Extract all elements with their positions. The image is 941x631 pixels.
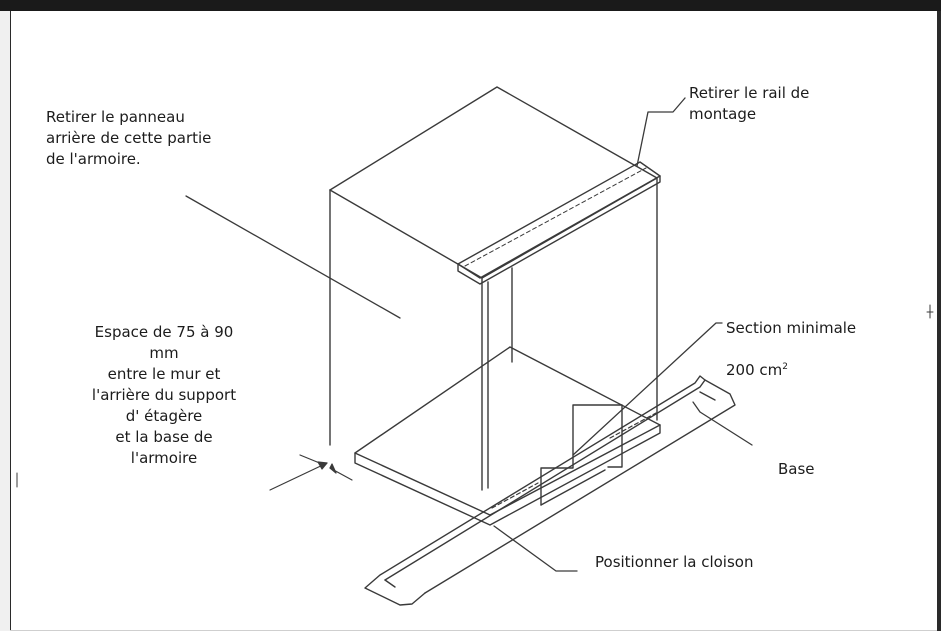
cabinet-bottom-slab (354, 346, 661, 526)
label-min-section-number: 200 cm (726, 361, 783, 379)
edge-marks (16, 304, 934, 488)
label-min-section-title: Section minimale (726, 319, 857, 337)
label-min-section: Section minimale 200 cm2 (726, 297, 856, 402)
partition-sheet (540, 404, 623, 506)
mounting-rail (457, 161, 661, 285)
leader-remove-panel (185, 195, 401, 319)
leader-remove-rail (636, 97, 686, 167)
cabinet-top-box (329, 86, 658, 491)
label-remove-panel: Retirer le panneau arrière de cette part… (46, 108, 212, 168)
label-base: Base (778, 460, 815, 478)
leader-min-section (572, 322, 723, 456)
frame-top-border (0, 0, 941, 11)
gap-dimension (269, 454, 353, 491)
label-min-section-exponent: 2 (782, 362, 788, 372)
label-wall-gap: Espace de 75 à 90 mm entre le mur et l'a… (91, 323, 237, 467)
frame-left-border (0, 11, 11, 631)
base-frame (364, 375, 736, 606)
label-remove-rail: Retirer le rail de montage (689, 84, 810, 123)
frame-right-border (937, 11, 941, 631)
leader-position-partition (493, 525, 578, 572)
label-min-section-value: 200 cm2 (726, 360, 856, 381)
leader-lines (185, 97, 753, 572)
leader-base (692, 401, 753, 446)
label-position-partition: Positionner la cloison (595, 553, 754, 571)
